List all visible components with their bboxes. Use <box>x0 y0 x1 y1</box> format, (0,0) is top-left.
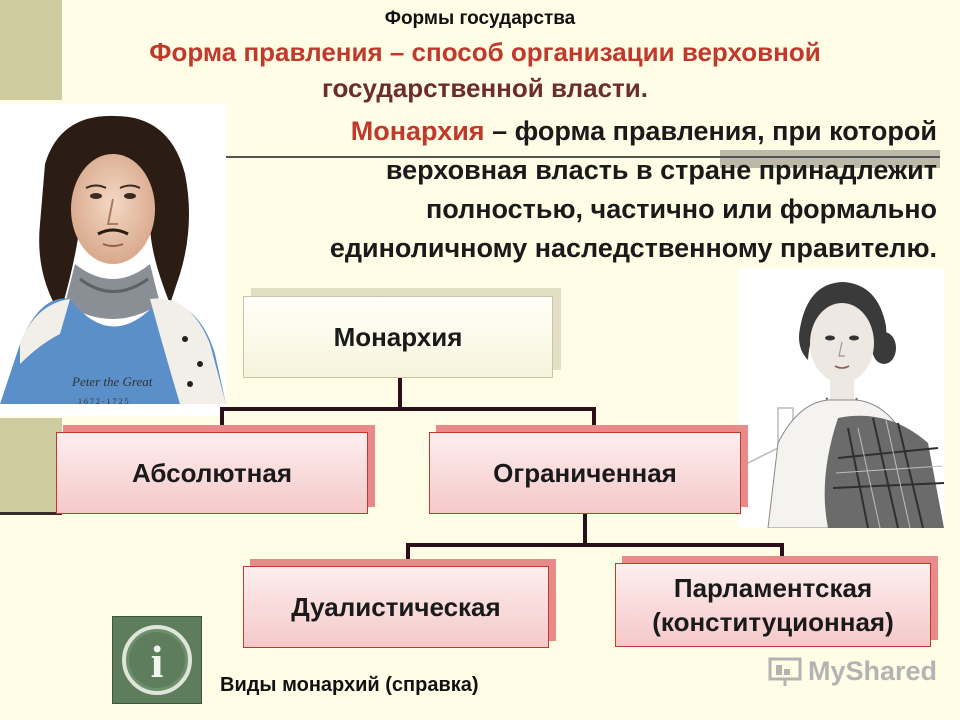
monarchy-term: Монархия <box>350 116 485 146</box>
definition-text: – форма правления, при которой <box>484 116 937 146</box>
monarchy-definition: Монархия – форма правления, при которой … <box>215 112 937 268</box>
node-label-line: Парламентская <box>673 573 873 603</box>
info-letter: i <box>151 636 164 687</box>
watermark: MyShared <box>768 656 937 687</box>
connector-line <box>406 543 784 547</box>
node-label-line: (конституционная) <box>652 607 894 637</box>
connector-line <box>220 407 224 432</box>
diagram-node-parliamentary: Парламентская (конституционная) <box>615 563 931 647</box>
connector-line <box>583 514 587 546</box>
connector-line <box>780 543 784 563</box>
divider-line <box>0 512 62 515</box>
portrait-peter-the-great: Peter the Great 1 6 7 2 - 1 7 2 5 <box>0 104 226 416</box>
connector-line <box>220 407 596 411</box>
diagram-node-limited: Ограниченная <box>429 432 741 514</box>
left-accent-band <box>0 0 62 100</box>
slide-title: Формы государства <box>384 8 576 29</box>
definition-line: государственной власти. <box>322 73 648 103</box>
info-icon: i <box>122 625 192 695</box>
definition-line: полностью, частично или формально <box>425 194 937 224</box>
watermark-text: MyShared <box>808 656 938 686</box>
portrait-signature: Peter the Great <box>71 374 153 389</box>
highlight-shade <box>720 150 940 168</box>
connector-line <box>406 543 410 566</box>
connector-line <box>592 407 596 432</box>
definition-line: Форма правления – способ организации вер… <box>149 37 821 67</box>
info-button[interactable]: i <box>112 616 202 704</box>
government-form-definition: Форма правления – способ организации вер… <box>80 34 890 106</box>
portrait-years: 1 6 7 2 - 1 7 2 5 <box>78 397 129 406</box>
definition-line: единоличному наследственному правителю. <box>329 233 937 263</box>
connector-line <box>398 378 402 410</box>
definition-line: верховная власть в стране принадлежит <box>385 155 937 185</box>
presentation-icon <box>768 657 802 686</box>
divider-line <box>226 156 940 158</box>
diagram-node-absolute: Абсолютная <box>56 432 368 514</box>
diagram-root-monarchy: Монархия <box>243 296 553 378</box>
portrait-woman-engraving <box>737 268 945 529</box>
definition-line: Монархия – форма правления, при которой <box>215 112 937 151</box>
left-accent-band-lower <box>0 418 62 514</box>
diagram-node-dualistic: Дуалистическая <box>243 566 549 648</box>
info-caption-link[interactable]: Виды монархий (справка) <box>220 674 479 696</box>
